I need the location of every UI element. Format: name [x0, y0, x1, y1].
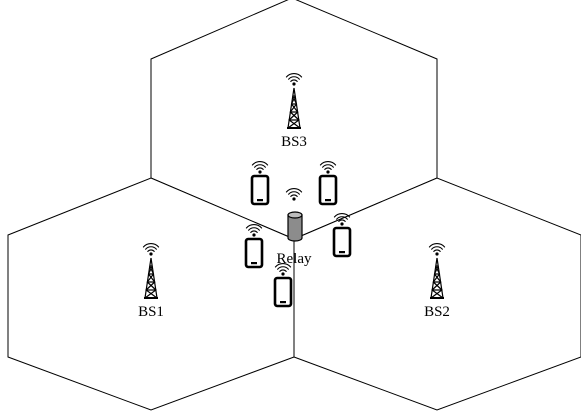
bs1-label: BS1	[138, 304, 164, 320]
relay-label: Relay	[277, 251, 312, 267]
user-4-smartphone-icon	[332, 226, 352, 258]
user-1-smartphone-icon	[250, 174, 270, 206]
bs3-label: BS3	[281, 134, 307, 150]
user-5-smartphone-icon	[273, 276, 293, 308]
relay-cylinder-icon	[287, 211, 303, 242]
user-3-smartphone-icon	[244, 237, 264, 269]
user-2-smartphone-icon	[318, 174, 338, 206]
bs2-label: BS2	[424, 304, 450, 320]
